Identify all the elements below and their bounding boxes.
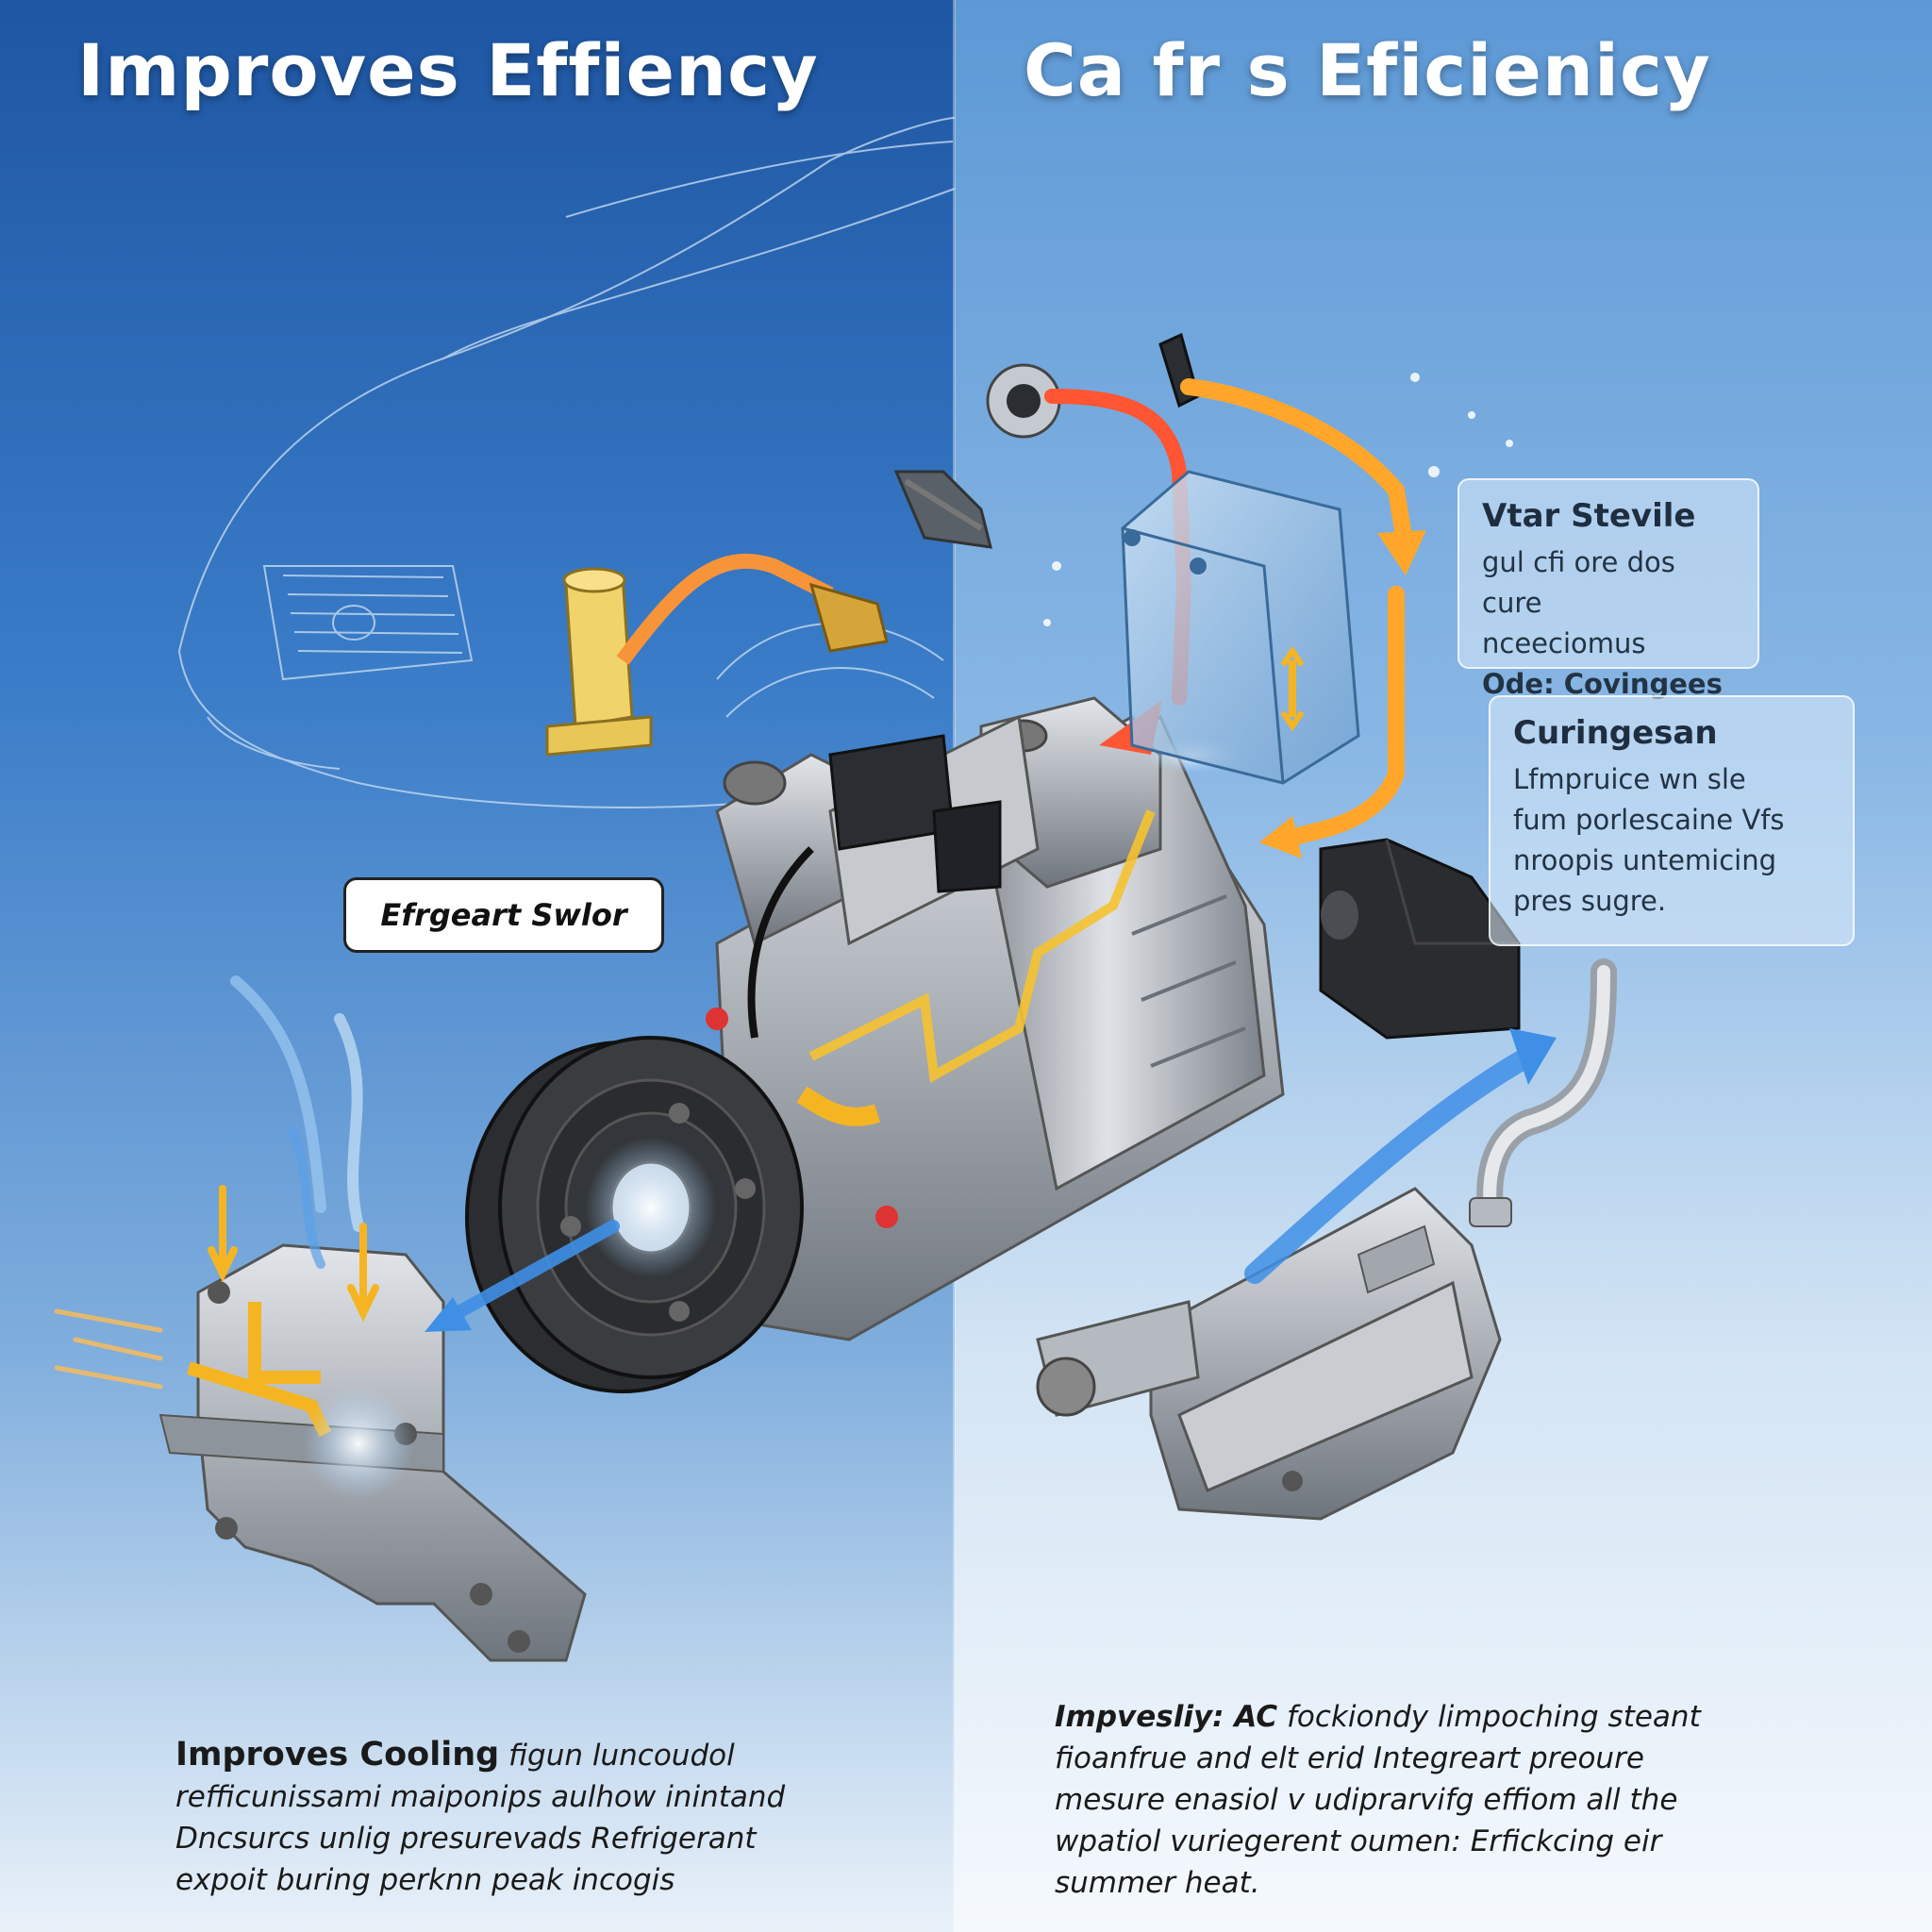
- callout-sensor-line3: nroopis untemicing: [1513, 844, 1777, 876]
- control-valve-block: [1121, 470, 1360, 785]
- paragraph-left-line4: expoit buring perknn peak incogis: [175, 1863, 675, 1897]
- paragraph-right-line5: summer heat.: [1055, 1866, 1260, 1900]
- paragraph-left-line1: Improves Cooling figun luncoudol: [175, 1734, 949, 1776]
- callout-sensor-line1: Lfmpruice wn sle: [1513, 763, 1746, 795]
- callout-sensor-line4: pres sugre.: [1513, 885, 1667, 917]
- paragraph-right-lead: Impvesliy: AC: [1055, 1700, 1278, 1734]
- paragraph-right: Impvesliy: AC fockiondy limpoching stean…: [1055, 1696, 1904, 1904]
- callout-sensor: Curingesan Lfmpruice wn sle fum porlesca…: [1489, 695, 1855, 946]
- callout-sensor-title: Curingesan: [1513, 714, 1718, 752]
- paragraph-left-line2: refficunissami maiponips aulhow inintand: [175, 1780, 786, 1814]
- paragraph-left-line1-rest: figun luncoudol: [499, 1739, 735, 1773]
- cool-flow-arrow-right: [1244, 1028, 1557, 1284]
- heading-left: Improves Effiency: [77, 28, 819, 112]
- callout-valve: Vtar Stevile gul cfi ore dos cure nceeci…: [1457, 478, 1759, 700]
- airflow-arrows-left: [54, 975, 379, 1390]
- paragraph-left: Improves Cooling figun luncoudol refficu…: [175, 1734, 949, 1901]
- pulley: [465, 1036, 804, 1393]
- paragraph-right-line1-rest: fockiondy limpoching steant: [1277, 1700, 1701, 1734]
- paragraph-left-lead: Improves Cooling: [175, 1736, 500, 1774]
- mounting-bracket-left: [158, 1243, 587, 1662]
- paragraph-right-line2: fioanfrue and elt erid Integreart preour…: [1055, 1741, 1644, 1775]
- callout-valve-title: Vtar Stevile: [1482, 497, 1696, 535]
- paragraph-right-line1: Impvesliy: AC fockiondy limpoching stean…: [1055, 1696, 1904, 1738]
- paragraph-right-line3: mesure enasiol v udiprarvifg effiom all …: [1055, 1783, 1678, 1817]
- speech-bubble: Efrgeart Swlor: [343, 877, 664, 953]
- mounting-bracket-right: [1036, 1187, 1502, 1521]
- callout-valve-line3: Ode: Covingees: [1482, 668, 1723, 700]
- cool-flow-arrow-hub: [425, 1220, 620, 1332]
- coolant-pipe: [1469, 958, 1617, 1227]
- paragraph-left-line3: Dncsurcs unlig presurevads Refrigerant: [175, 1822, 757, 1856]
- paragraph-right-line4: wpatiol vuriegerent oumen: Erfickcing ei…: [1055, 1824, 1662, 1858]
- callout-valve-line1: gul cfi ore dos cure: [1482, 546, 1675, 619]
- callout-valve-line2: nceeciomus: [1482, 627, 1646, 659]
- car-outline: [178, 117, 956, 808]
- sparkle-dots: [1043, 373, 1513, 626]
- pressure-sensor: [1319, 838, 1521, 1040]
- heading-right: Ca fr s Eficienicy: [1024, 28, 1711, 112]
- fittings-left: [545, 470, 992, 757]
- callout-sensor-line2: fum porlescaine Vfs: [1513, 804, 1785, 836]
